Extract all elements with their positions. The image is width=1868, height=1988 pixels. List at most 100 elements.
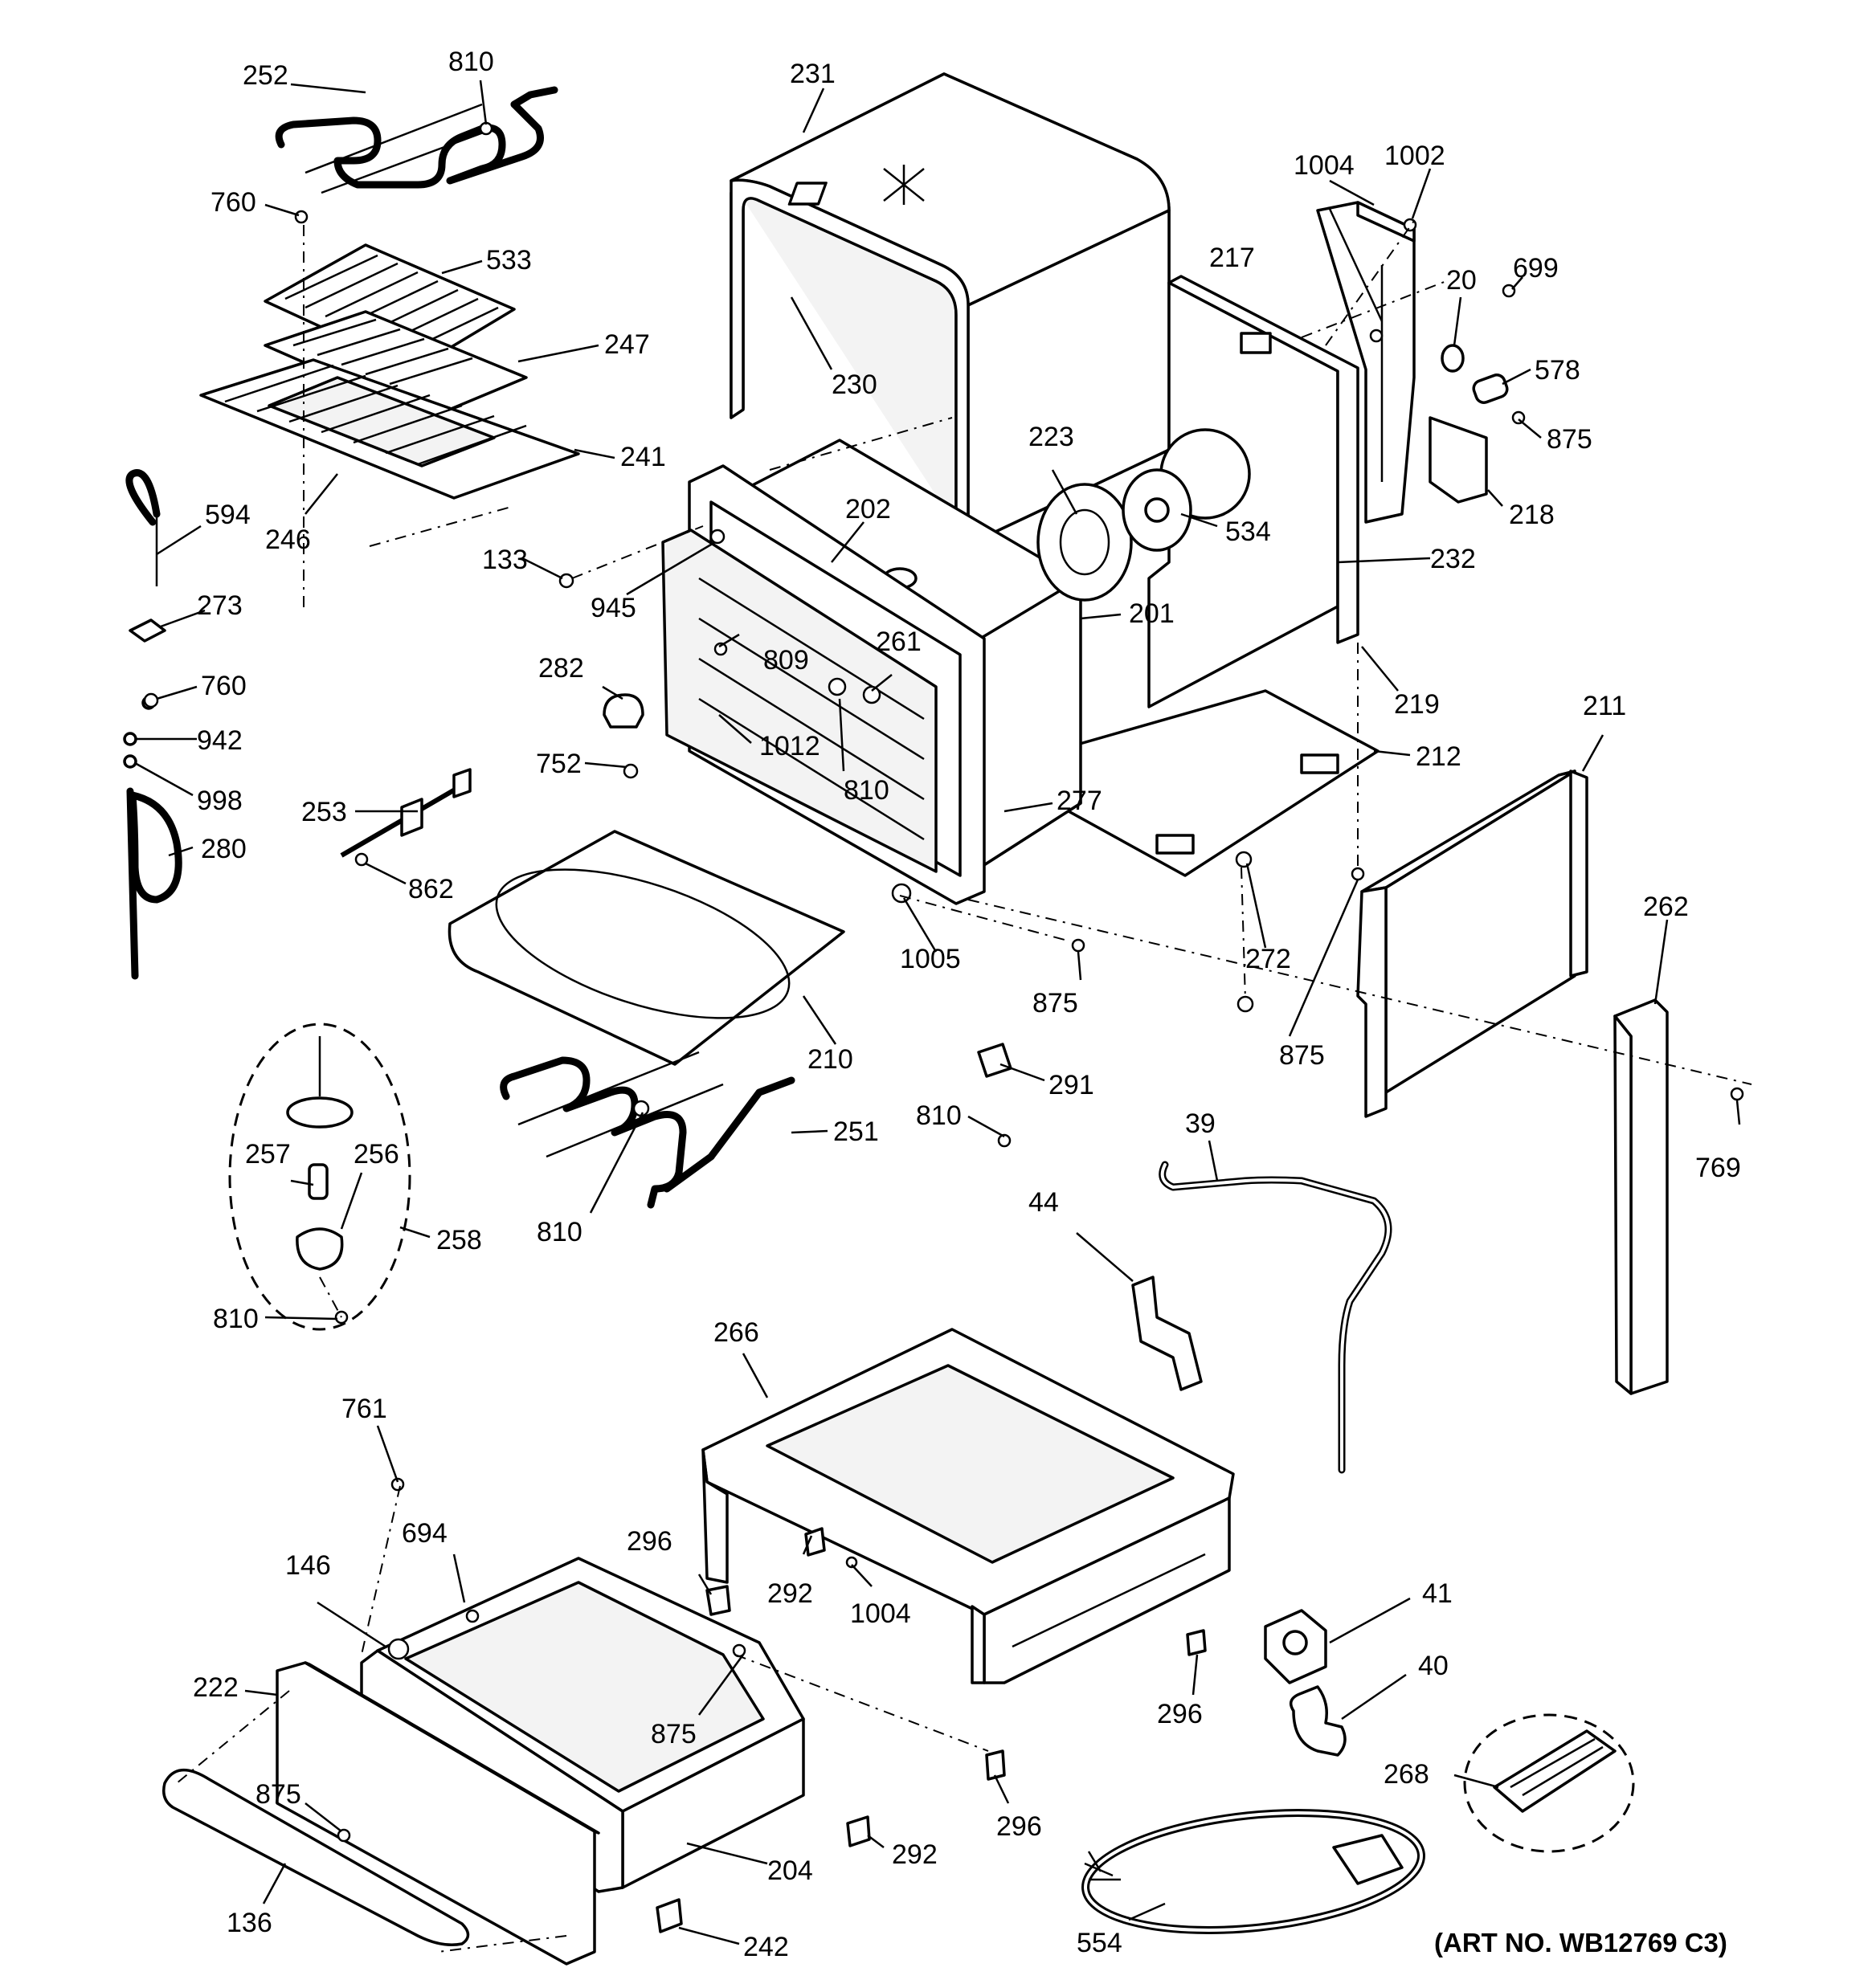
part-base-frame bbox=[701, 1328, 1235, 1684]
part-bake-element bbox=[500, 1051, 795, 1209]
part-outer-wrapper bbox=[730, 72, 1171, 551]
label-875: 875 bbox=[1279, 1040, 1325, 1071]
fasteners bbox=[143, 121, 1744, 1933]
label-222: 222 bbox=[193, 1672, 239, 1703]
label-39: 39 bbox=[1185, 1108, 1216, 1139]
label-268: 268 bbox=[1384, 1759, 1429, 1790]
label-282: 282 bbox=[538, 653, 584, 684]
part-convection-fan bbox=[1036, 468, 1192, 602]
label-242: 242 bbox=[743, 1932, 789, 1962]
label-862: 862 bbox=[408, 874, 454, 904]
label-261: 261 bbox=[876, 627, 922, 657]
label-219: 219 bbox=[1394, 689, 1440, 720]
alignment-lines bbox=[176, 220, 1752, 1953]
label-280: 280 bbox=[201, 834, 247, 864]
part-rear-cover bbox=[1356, 769, 1588, 1118]
label-262: 262 bbox=[1643, 892, 1689, 922]
part-broil-element bbox=[275, 86, 558, 194]
label-230: 230 bbox=[832, 369, 877, 400]
label-810: 810 bbox=[916, 1100, 962, 1131]
part-drawer-handle bbox=[162, 1768, 470, 1946]
label-133: 133 bbox=[482, 545, 528, 575]
label-44: 44 bbox=[1028, 1187, 1059, 1218]
label-942: 942 bbox=[197, 725, 243, 756]
part-268-assembly bbox=[1463, 1713, 1635, 1853]
label-211: 211 bbox=[1583, 691, 1626, 721]
label-296: 296 bbox=[1157, 1699, 1203, 1729]
label-273: 273 bbox=[197, 590, 243, 621]
label-296: 296 bbox=[627, 1526, 672, 1557]
label-204: 204 bbox=[767, 1855, 813, 1886]
label-554: 554 bbox=[1077, 1928, 1122, 1958]
label-247: 247 bbox=[604, 329, 650, 360]
label-217: 217 bbox=[1209, 243, 1255, 273]
label-231: 231 bbox=[790, 59, 836, 89]
label-136: 136 bbox=[227, 1908, 272, 1938]
part-oven-rack bbox=[199, 358, 580, 500]
label-578: 578 bbox=[1535, 355, 1580, 386]
label-241: 241 bbox=[620, 442, 666, 472]
label-291: 291 bbox=[1048, 1070, 1094, 1100]
art-number: (ART NO. WB12769 C3) bbox=[1434, 1928, 1727, 1957]
label-253: 253 bbox=[301, 797, 347, 827]
label-252: 252 bbox=[243, 60, 288, 91]
part-labels: 252 810 760 533 247 241 246 594 273 760 … bbox=[193, 47, 1741, 1962]
label-277: 277 bbox=[1057, 786, 1102, 816]
label-296: 296 bbox=[996, 1811, 1042, 1842]
label-761: 761 bbox=[341, 1394, 387, 1424]
label-694: 694 bbox=[402, 1518, 448, 1549]
part-light-assembly bbox=[228, 1023, 411, 1331]
part-power-cord bbox=[1081, 1809, 1425, 1934]
label-998: 998 bbox=[197, 786, 243, 816]
label-41: 41 bbox=[1422, 1578, 1453, 1609]
part-rear-panel bbox=[1147, 275, 1359, 708]
label-266: 266 bbox=[713, 1317, 759, 1348]
part-terminal-block bbox=[1441, 344, 1509, 404]
label-875: 875 bbox=[651, 1719, 697, 1749]
label-1002: 1002 bbox=[1384, 141, 1445, 171]
label-1004: 1004 bbox=[850, 1598, 911, 1629]
label-760: 760 bbox=[201, 671, 247, 701]
label-769: 769 bbox=[1695, 1153, 1741, 1183]
part-bottom-cover bbox=[448, 830, 845, 1066]
label-1004: 1004 bbox=[1294, 150, 1355, 181]
label-212: 212 bbox=[1416, 741, 1461, 772]
label-146: 146 bbox=[285, 1550, 331, 1581]
label-760: 760 bbox=[211, 187, 256, 218]
part-bracket-253 bbox=[340, 768, 472, 858]
label-810: 810 bbox=[844, 775, 889, 806]
label-251: 251 bbox=[833, 1116, 879, 1147]
label-257: 257 bbox=[245, 1139, 291, 1170]
label-256: 256 bbox=[354, 1139, 399, 1170]
label-1005: 1005 bbox=[900, 944, 961, 974]
label-223: 223 bbox=[1028, 422, 1074, 452]
label-246: 246 bbox=[265, 525, 311, 555]
label-875: 875 bbox=[255, 1779, 301, 1810]
label-201: 201 bbox=[1129, 598, 1175, 629]
label-533: 533 bbox=[486, 245, 532, 276]
part-bottom-plate bbox=[1067, 689, 1380, 877]
label-810: 810 bbox=[537, 1217, 582, 1247]
label-40: 40 bbox=[1418, 1651, 1449, 1681]
part-bracket-44 bbox=[1131, 1276, 1203, 1391]
label-292: 292 bbox=[892, 1839, 938, 1870]
part-gas-valve bbox=[1264, 1609, 1327, 1684]
label-594: 594 bbox=[205, 500, 251, 530]
label-202: 202 bbox=[845, 494, 891, 525]
label-218: 218 bbox=[1509, 500, 1555, 530]
label-1012: 1012 bbox=[759, 731, 820, 761]
label-210: 210 bbox=[807, 1044, 853, 1075]
label-292: 292 bbox=[767, 1578, 813, 1609]
part-side-bracket bbox=[1316, 201, 1488, 524]
label-752: 752 bbox=[536, 749, 582, 779]
label-810: 810 bbox=[213, 1304, 259, 1334]
label-534: 534 bbox=[1225, 516, 1271, 547]
label-945: 945 bbox=[591, 593, 636, 623]
label-810: 810 bbox=[448, 47, 494, 77]
label-875: 875 bbox=[1547, 424, 1592, 455]
label-272: 272 bbox=[1245, 944, 1291, 974]
label-809: 809 bbox=[763, 645, 809, 676]
label-699: 699 bbox=[1513, 253, 1559, 284]
leader-lines bbox=[134, 80, 1741, 1945]
